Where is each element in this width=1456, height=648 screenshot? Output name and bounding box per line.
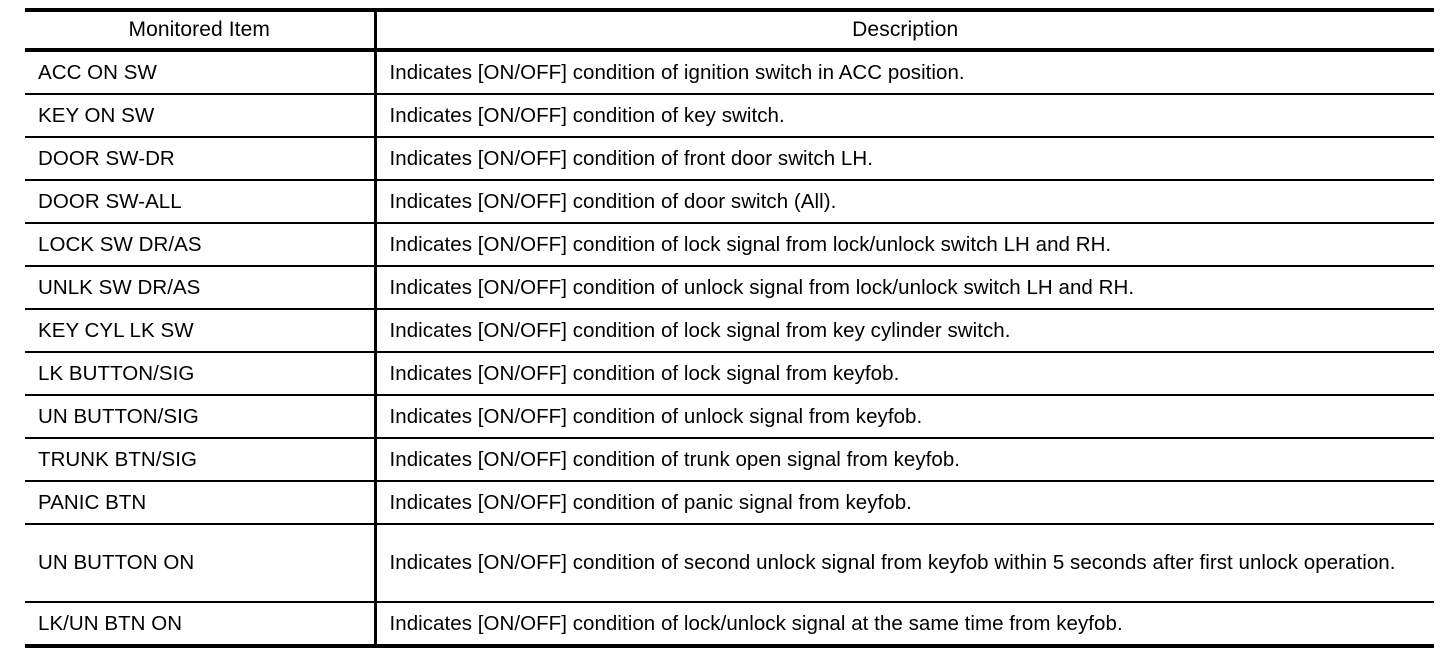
cell-description: Indicates [ON/OFF] condition of key swit… xyxy=(375,94,1434,138)
cell-description: Indicates [ON/OFF] condition of unlock s… xyxy=(375,266,1434,310)
cell-description: Indicates [ON/OFF] condition of lock sig… xyxy=(375,223,1434,267)
cell-description: Indicates [ON/OFF] condition of second u… xyxy=(375,524,1434,603)
cell-description: Indicates [ON/OFF] condition of panic si… xyxy=(375,481,1434,525)
cell-monitored-item: UN BUTTON/SIG xyxy=(25,395,377,439)
cell-monitored-item: ACC ON SW xyxy=(25,50,377,95)
cell-description: Indicates [ON/OFF] condition of lock/unl… xyxy=(375,602,1434,648)
cell-monitored-item: PANIC BTN xyxy=(25,481,377,525)
cell-monitored-item: DOOR SW-ALL xyxy=(25,180,377,224)
table-header: Monitored Item Description xyxy=(25,8,1434,52)
column-header-description: Description xyxy=(375,8,1434,52)
cell-monitored-item: KEY CYL LK SW xyxy=(25,309,377,353)
cell-description: Indicates [ON/OFF] condition of trunk op… xyxy=(375,438,1434,482)
cell-description: Indicates [ON/OFF] condition of ignition… xyxy=(375,50,1434,95)
cell-monitored-item: LK/UN BTN ON xyxy=(25,602,377,648)
cell-description: Indicates [ON/OFF] condition of lock sig… xyxy=(375,352,1434,396)
column-header-monitored-item: Monitored Item xyxy=(25,8,377,52)
cell-monitored-item: UNLK SW DR/AS xyxy=(25,266,377,310)
cell-monitored-item: UN BUTTON ON xyxy=(25,524,377,603)
cell-monitored-item: KEY ON SW xyxy=(25,94,377,138)
cell-description: Indicates [ON/OFF] condition of lock sig… xyxy=(375,309,1434,353)
cell-monitored-item: LOCK SW DR/AS xyxy=(25,223,377,267)
cell-monitored-item: TRUNK BTN/SIG xyxy=(25,438,377,482)
table-header-row: Monitored Item Description xyxy=(25,8,1434,52)
cell-description: Indicates [ON/OFF] condition of door swi… xyxy=(375,180,1434,224)
cell-description: Indicates [ON/OFF] condition of unlock s… xyxy=(375,395,1434,439)
cell-monitored-item: LK BUTTON/SIG xyxy=(25,352,377,396)
cell-description: Indicates [ON/OFF] condition of front do… xyxy=(375,137,1434,181)
cell-monitored-item: DOOR SW-DR xyxy=(25,137,377,181)
